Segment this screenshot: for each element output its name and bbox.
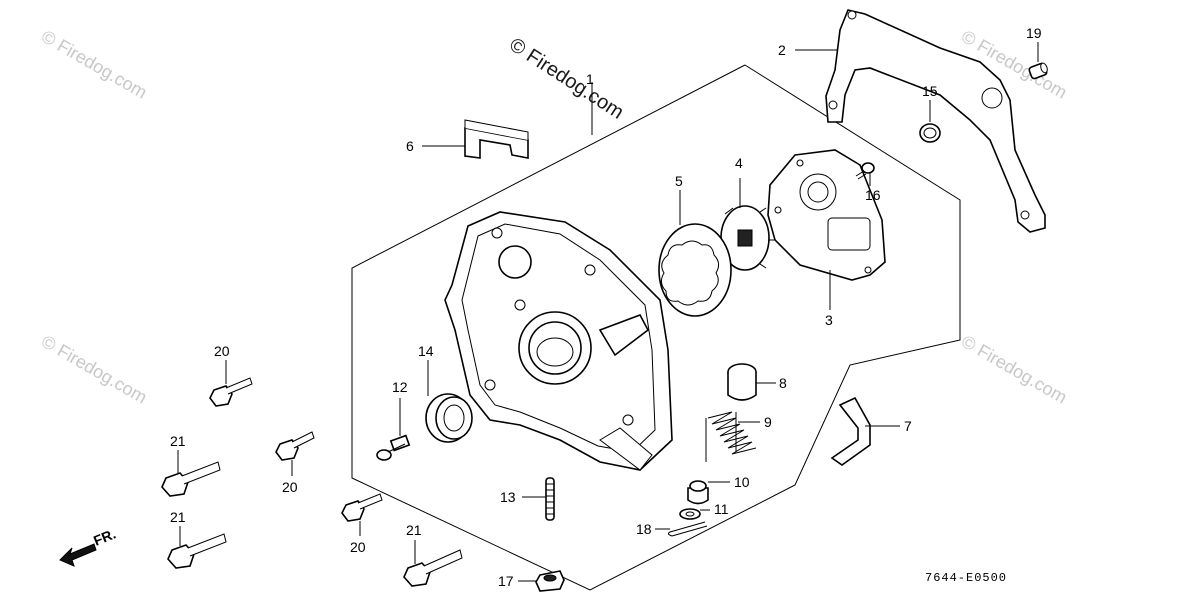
callout-12: 12 (392, 379, 408, 395)
drawing-code: 7644-E0500 (925, 571, 1007, 585)
relief-valve-cap (727, 363, 757, 401)
callout-13: 13 (500, 489, 516, 505)
callout-1: 1 (586, 71, 594, 87)
flange-bolt-21-b (167, 533, 227, 569)
relief-valve-spring (705, 411, 757, 462)
watermark-mid-left: © Firedog.com (38, 331, 150, 407)
watermark-mid-right: © Firedog.com (958, 331, 1070, 407)
dowel-pin (1028, 62, 1048, 80)
callout-21-b: 21 (170, 509, 186, 525)
callout-8: 8 (779, 375, 787, 391)
washer (679, 508, 701, 520)
watermark-top-left: © Firedog.com (38, 26, 150, 102)
callout-20-a: 20 (214, 343, 230, 359)
callout-20-b: 20 (282, 479, 298, 495)
seal-strip-upper (464, 119, 529, 159)
relief-valve (687, 480, 709, 505)
callout-10: 10 (734, 474, 750, 490)
oil-seal (425, 393, 473, 443)
callout-15: 15 (922, 83, 938, 99)
callout-3: 3 (825, 312, 833, 328)
callout-7: 7 (904, 418, 912, 434)
gasket-large (825, 9, 1046, 233)
o-ring (919, 123, 941, 143)
callout-4: 4 (735, 155, 743, 171)
stud-bolt (545, 477, 555, 521)
front-direction-arrow: FR. (59, 525, 118, 567)
callout-21-c: 21 (406, 522, 422, 538)
flange-bolt-20-c (341, 493, 383, 522)
callout-5: 5 (675, 173, 683, 189)
watermark-main: © Firedog.com (505, 34, 627, 124)
oil-pump-body (444, 211, 673, 471)
callout-17: 17 (498, 573, 514, 589)
front-label: FR. (91, 525, 118, 548)
callout-16: 16 (865, 187, 881, 203)
callout-2: 2 (778, 42, 786, 58)
callout-18: 18 (636, 521, 652, 537)
flange-bolt-21-c (403, 549, 463, 587)
assembly-outline (351, 64, 961, 591)
flange-bolt-20-b (275, 431, 315, 461)
callout-21-a: 21 (170, 433, 186, 449)
callout-19: 19 (1026, 25, 1042, 41)
callout-11: 11 (714, 501, 729, 517)
callout-6: 6 (406, 138, 414, 154)
cotter-pin (667, 521, 708, 537)
callout-14: 14 (418, 343, 434, 359)
inner-rotor (716, 205, 776, 271)
flange-bolt-21-a (161, 461, 221, 497)
pump-cover (767, 149, 886, 281)
flange-bolt-20-a (209, 377, 253, 407)
callout-20-c: 20 (350, 539, 366, 555)
callout-9: 9 (764, 414, 772, 430)
oil-bolt (376, 434, 411, 461)
seal-strip-lower (830, 396, 871, 466)
screw-small (855, 162, 875, 180)
outer-rotor (658, 223, 732, 317)
nut (535, 570, 565, 592)
